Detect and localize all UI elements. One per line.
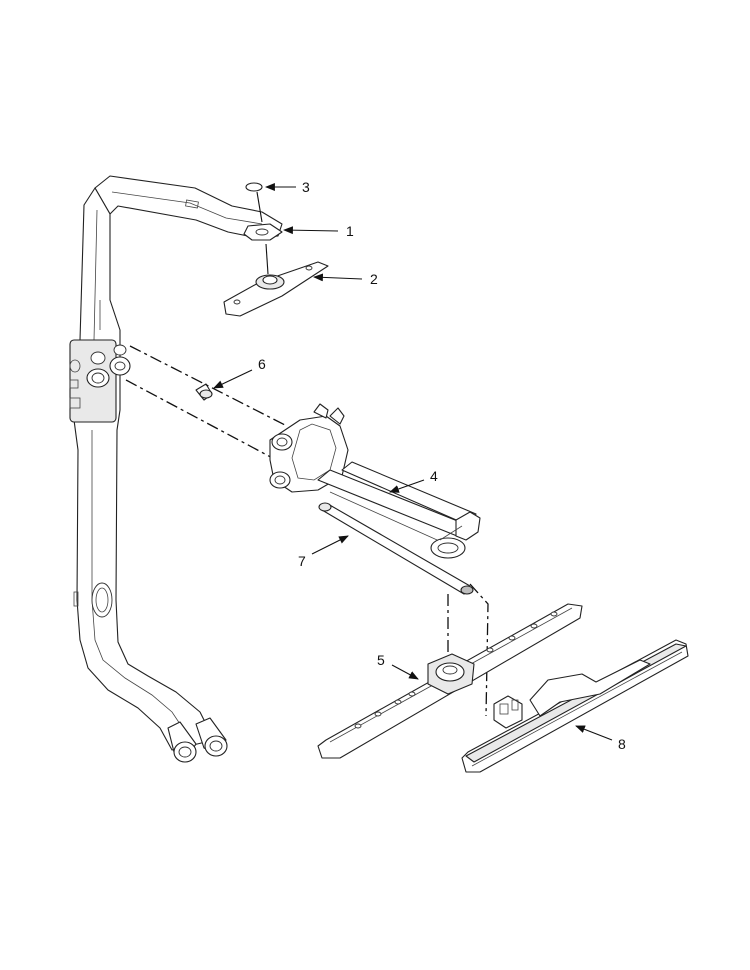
leader-6 — [213, 369, 253, 389]
callout-2: 2 — [370, 271, 378, 287]
callout-3: 3 — [302, 179, 310, 195]
callout-6: 6 — [258, 356, 266, 372]
tube-ports — [69, 339, 131, 423]
leader-5 — [391, 664, 419, 680]
part-2-upper-spray-arm — [223, 243, 329, 317]
supply-tube — [69, 175, 283, 763]
part-6-screw — [195, 383, 213, 401]
alignment-lines — [125, 345, 489, 717]
leader-4 — [389, 479, 425, 493]
part-5-lower-spray-arm — [317, 603, 583, 759]
leader-2 — [313, 273, 363, 282]
leader-8 — [575, 725, 613, 741]
part-3-cap — [245, 182, 263, 223]
part-7-shaft — [318, 502, 474, 595]
callout-7: 7 — [298, 553, 306, 569]
leader-7 — [311, 535, 349, 555]
callout-1: 1 — [346, 223, 354, 239]
tube-outlets — [167, 717, 228, 763]
part-8-feed-track — [461, 639, 689, 773]
callout-8: 8 — [618, 736, 626, 752]
callouts: 3 1 2 6 4 7 5 8 — [213, 179, 626, 752]
callout-4: 4 — [430, 468, 438, 484]
callout-5: 5 — [377, 652, 385, 668]
part-4-manifold — [269, 403, 481, 559]
part-1-mount — [243, 223, 283, 241]
leader-1 — [283, 226, 339, 235]
